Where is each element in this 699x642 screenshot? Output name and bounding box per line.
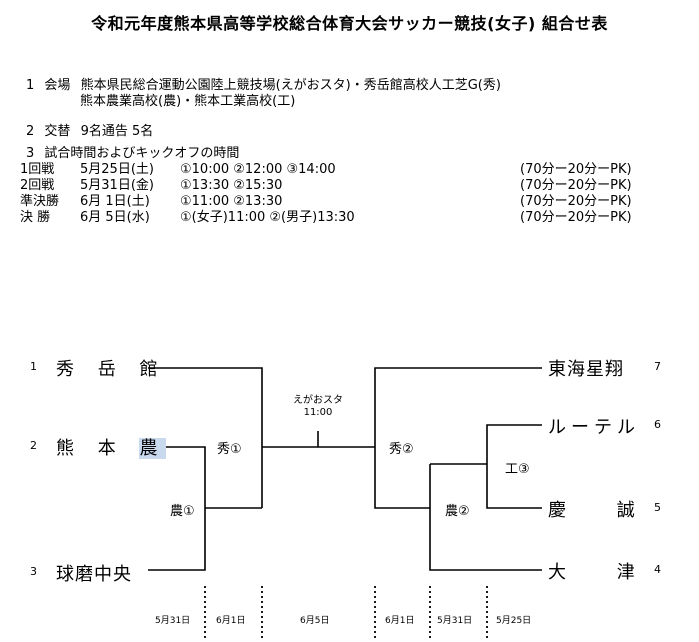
round-date: 6月1日 bbox=[385, 616, 415, 626]
times-section: 3 試合時間およびキックオフの時間 bbox=[26, 146, 239, 162]
page-title: 令和元年度熊本県高等学校総合体育大会サッカー競技(女子) 組合せ表 bbox=[91, 14, 608, 33]
match-label-left-r1: 農① bbox=[170, 504, 195, 519]
subs-label: 交替 bbox=[44, 124, 71, 139]
bracket-line-shugakukan bbox=[148, 367, 263, 508]
venue-line-2: 熊本農業高校(農)・熊本工業高校(工) bbox=[80, 94, 296, 109]
team-keisei-name: 慶 誠 bbox=[548, 500, 635, 521]
seed-number: 5 bbox=[654, 501, 661, 514]
round-date: 5月31日 bbox=[155, 616, 191, 626]
schedule-row: 1回戦 bbox=[20, 162, 55, 177]
venue-label: 会場 bbox=[44, 78, 71, 93]
final-venue-name: えがおスタ bbox=[293, 395, 343, 406]
venue-number: 1 bbox=[26, 78, 35, 93]
schedule-date: 6月 1日(土) bbox=[80, 194, 150, 209]
final-kickoff-time: 11:00 bbox=[303, 407, 333, 418]
team-shugakukan: 秀 岳 館 bbox=[56, 359, 167, 380]
selected-text-highlight: 農 bbox=[139, 438, 167, 459]
schedule-row: 2回戦 bbox=[20, 178, 55, 193]
match-label-right-r1: 工③ bbox=[505, 462, 530, 477]
schedule-date: 5月25日(土) bbox=[80, 162, 154, 177]
subs-number: 2 bbox=[26, 124, 35, 139]
schedule-date: 6月 5日(水) bbox=[80, 210, 150, 225]
team-ozu: 大 津 bbox=[548, 558, 638, 584]
bracket-line-ozu bbox=[429, 464, 542, 571]
venue-section: 1 会場 熊本県民総合運動公園陸上競技場(えがおスタ)・秀岳館高校人工芝G(秀) bbox=[26, 78, 501, 94]
times-label: 試合時間およびキックオフの時間 bbox=[44, 146, 240, 161]
venue-line-1: 熊本県民総合運動公園陸上競技場(えがおスタ)・秀岳館高校人工芝G(秀) bbox=[80, 78, 501, 93]
bracket-line-tokai-seisho bbox=[374, 367, 542, 509]
seed-number: 2 bbox=[30, 439, 37, 452]
schedule-format: (70分ー20分ーPK) bbox=[520, 162, 632, 177]
schedule-slots: ①13:30 ②15:30 bbox=[180, 178, 283, 193]
team-kuma-chuo: 球磨中央 bbox=[56, 564, 132, 585]
team-ozu-name: 大 津 bbox=[548, 562, 635, 583]
team-kumamoto-nogyo: 熊 本 農 bbox=[56, 438, 167, 459]
team-keisei: 慶 誠 bbox=[548, 496, 638, 522]
round-date: 6月1日 bbox=[216, 616, 246, 626]
bracket-line-lutheran-keisei bbox=[486, 424, 542, 509]
seed-number: 1 bbox=[30, 360, 37, 373]
round-date: 6月5日 bbox=[300, 616, 330, 626]
schedule-slots: ①(女子)11:00 ②(男子)13:30 bbox=[180, 210, 355, 225]
subs-text: 9名通告 5名 bbox=[80, 124, 154, 139]
times-number: 3 bbox=[26, 146, 35, 161]
seed-number: 7 bbox=[654, 360, 661, 373]
seed-number: 3 bbox=[30, 565, 37, 578]
schedule-date: 5月31日(金) bbox=[80, 178, 154, 193]
round-date: 5月31日 bbox=[437, 616, 473, 626]
match-label-right-r2: 農② bbox=[445, 504, 470, 519]
seed-number: 6 bbox=[654, 418, 661, 431]
schedule-format: (70分ー20分ーPK) bbox=[520, 210, 632, 225]
schedule-format: (70分ー20分ーPK) bbox=[520, 194, 632, 209]
schedule-row: 決 勝 bbox=[20, 210, 51, 225]
team-tokai-seisho: 東海星翔 bbox=[548, 359, 624, 380]
final-venue: えがおスタ 11:00 bbox=[283, 395, 353, 419]
round-date: 5月25日 bbox=[496, 616, 532, 626]
schedule-row: 準決勝 bbox=[20, 194, 60, 209]
team-lutheran: ルーテル bbox=[548, 417, 640, 438]
seed-number: 4 bbox=[654, 563, 661, 576]
match-label-left-r2: 秀① bbox=[217, 442, 242, 457]
subs-section: 2 交替 9名通告 5名 bbox=[26, 124, 153, 140]
schedule-slots: ①10:00 ②12:00 ③14:00 bbox=[180, 162, 336, 177]
schedule-slots: ①11:00 ②13:30 bbox=[180, 194, 283, 209]
match-label-right-semi: 秀② bbox=[389, 442, 414, 457]
schedule-format: (70分ー20分ーPK) bbox=[520, 178, 632, 193]
